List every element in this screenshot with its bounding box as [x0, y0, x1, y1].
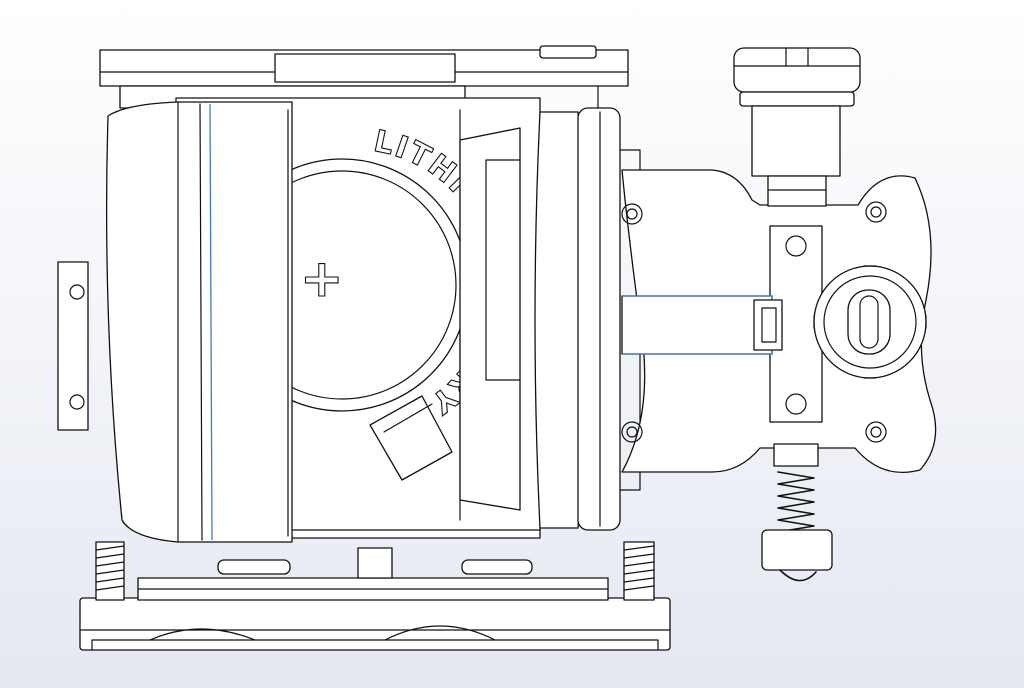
left-window-panel: [105, 101, 293, 543]
adjuster-rod: [621, 295, 783, 355]
right-mount-screw: [623, 541, 655, 601]
left-mount-screw: [95, 541, 125, 601]
polarity-plus-symbol: +: [300, 249, 346, 309]
elevation-screw-head[interactable]: [733, 47, 861, 207]
right-side-panel: [459, 107, 641, 531]
adjuster-spring: [761, 443, 833, 582]
windage-turret-knob[interactable]: [813, 265, 927, 379]
left-side-clip: [57, 261, 89, 431]
base-rail: [79, 547, 671, 651]
base-washers: [217, 559, 533, 575]
